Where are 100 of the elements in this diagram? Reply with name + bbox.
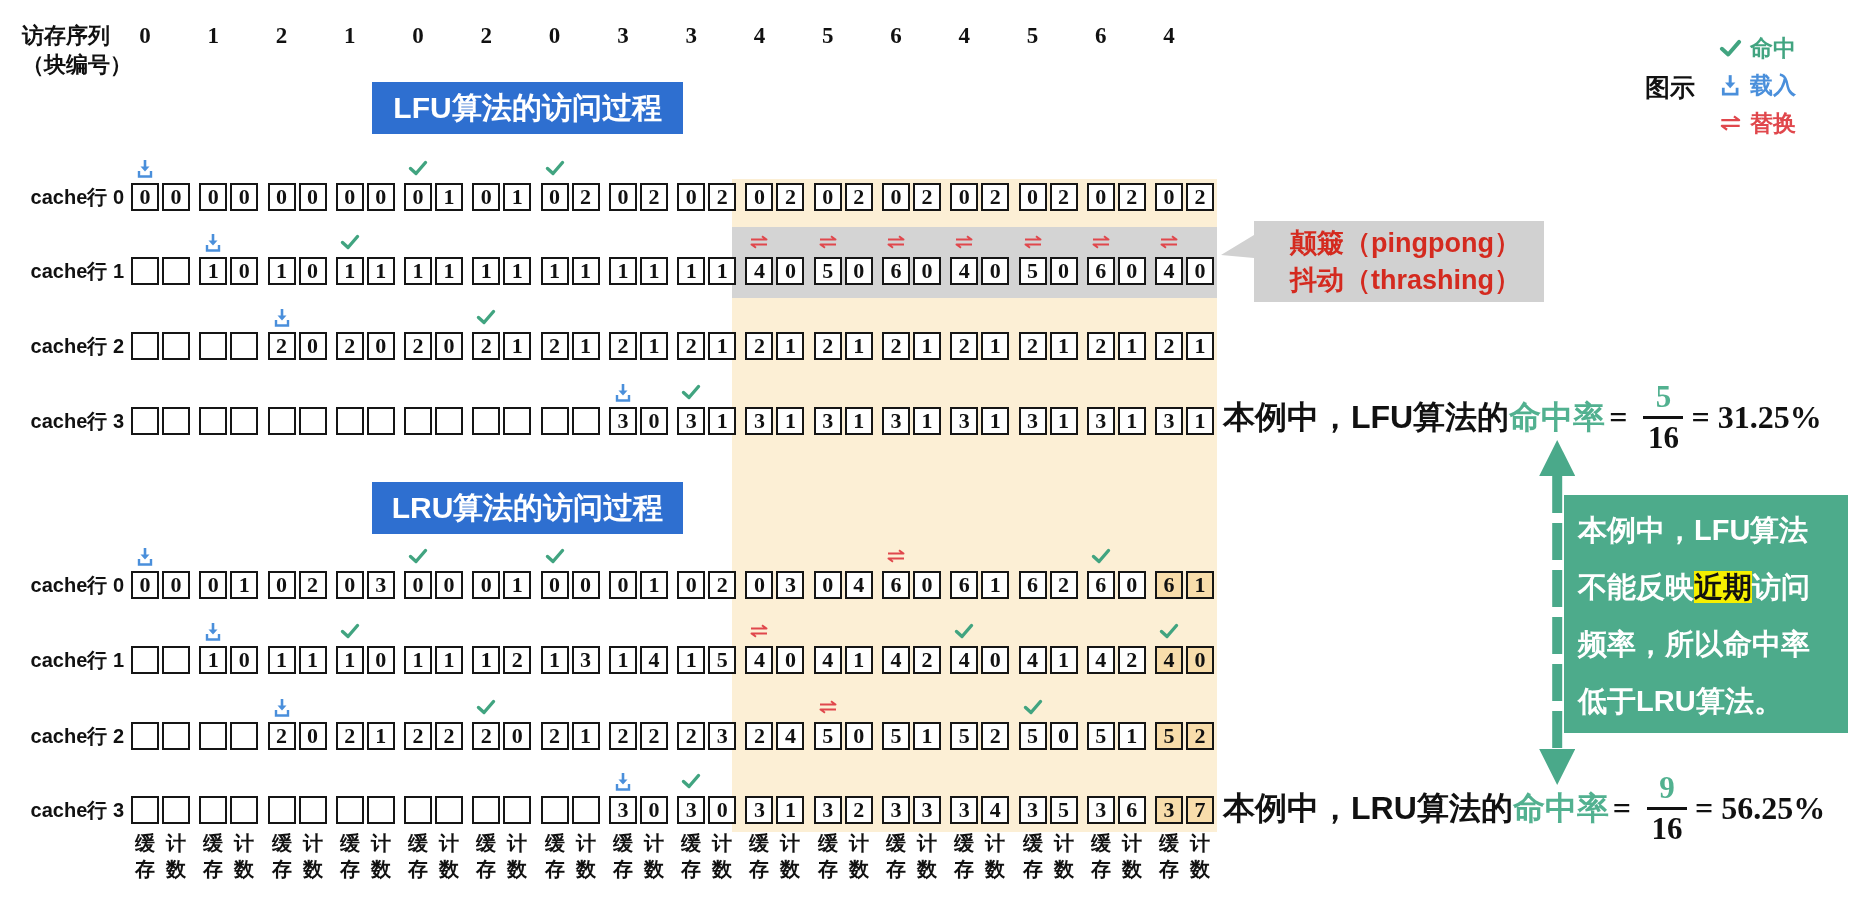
block-number: 5 (820, 22, 835, 50)
number-cell: 0 (230, 183, 259, 211)
block-number: 6 (1094, 22, 1108, 50)
number-cell: 0 (540, 183, 569, 211)
number-cell: 0 (540, 571, 569, 599)
column-label: 缓存 (1158, 831, 1181, 882)
number-cell: 1 (1117, 722, 1146, 750)
block-number: 6 (889, 22, 903, 50)
number-cell: 2 (708, 183, 737, 211)
column-label: 计数 (437, 831, 461, 882)
number-cell: 0 (335, 571, 364, 599)
number-cell: 2 (981, 722, 1010, 750)
number-cell: 0 (230, 646, 259, 674)
number-cell: 1 (267, 646, 296, 674)
number-cell: 0 (472, 183, 501, 211)
column-label: 计数 (642, 831, 665, 882)
row-label: cache行 0 (29, 573, 124, 598)
number-cell: 1 (776, 796, 805, 824)
legend-label: 载入 (1750, 71, 1796, 100)
number-cell: 3 (881, 796, 910, 824)
number-cell: 1 (1186, 571, 1215, 599)
number-cell: 2 (472, 332, 501, 360)
number-cell: 2 (404, 722, 433, 750)
number-cell: 6 (1086, 257, 1115, 285)
number-cell: 0 (844, 722, 873, 750)
number-cell: 2 (335, 332, 364, 360)
number-cell: 3 (745, 407, 774, 435)
number-cell: 3 (776, 571, 805, 599)
number-cell: 4 (813, 646, 842, 674)
number-cell: 0 (298, 722, 327, 750)
number-cell: 0 (813, 571, 842, 599)
column-label: 计数 (301, 831, 324, 882)
number-cell: 4 (1155, 646, 1184, 674)
number-cell: 4 (950, 257, 979, 285)
block-number: 3 (684, 22, 698, 50)
number-cell: 2 (708, 571, 737, 599)
number-cell: 4 (745, 646, 774, 674)
row-label: cache行 3 (29, 409, 124, 434)
number-cell: 3 (950, 407, 979, 435)
number-cell: 1 (267, 257, 296, 285)
number-cell: 2 (503, 646, 532, 674)
number-cell: 3 (366, 571, 395, 599)
formula-text: 本例中，LFU算法的 (1223, 398, 1510, 437)
number-cell: 5 (1018, 257, 1047, 285)
number-cell: 1 (1049, 332, 1078, 360)
number-cell: 1 (1117, 407, 1146, 435)
number-cell: 3 (708, 722, 737, 750)
number-cell: 2 (813, 332, 842, 360)
number-cell: 5 (881, 722, 910, 750)
sequence-heading: 访存序列（块编号） (22, 22, 133, 79)
number-cell: 0 (745, 571, 774, 599)
number-cell: 1 (608, 646, 637, 674)
column-label: 计数 (1052, 831, 1075, 882)
number-cell: 3 (745, 796, 774, 824)
block-number: 0 (138, 22, 152, 50)
row-label: cache行 1 (29, 259, 124, 284)
number-cell: 2 (912, 183, 941, 211)
number-cell: 1 (844, 332, 873, 360)
row-label: cache行 3 (29, 798, 124, 823)
column-label: 计数 (915, 831, 938, 882)
title-banner: LFU算法的访问过程 (372, 82, 683, 134)
fraction-denominator: 16 (1651, 813, 1683, 844)
number-cell: 1 (571, 332, 600, 360)
callout-text: 颠簸（pingpong） (1290, 227, 1521, 260)
number-cell: 1 (844, 646, 873, 674)
number-cell: 0 (639, 796, 668, 824)
column-label: 计数 (983, 831, 1007, 882)
block-number: 2 (479, 22, 494, 50)
column-label: 缓存 (1021, 831, 1044, 882)
number-cell: 1 (404, 646, 433, 674)
number-cell: 0 (981, 257, 1010, 285)
column-label: 计数 (710, 831, 734, 882)
number-cell: 4 (981, 796, 1010, 824)
legend-title: 图示 (1645, 72, 1695, 102)
number-cell: 1 (435, 183, 464, 211)
column-label: 缓存 (816, 831, 839, 882)
number-cell: 1 (1117, 332, 1146, 360)
number-cell: 1 (708, 407, 737, 435)
block-number: 0 (411, 22, 425, 50)
number-cell: 1 (981, 407, 1010, 435)
column-label: 计数 (778, 831, 802, 882)
number-cell: 3 (1086, 796, 1115, 824)
number-cell: 5 (1155, 722, 1184, 750)
number-cell: 0 (162, 571, 190, 599)
block-number: 4 (1162, 22, 1176, 50)
number-cell: 1 (708, 332, 737, 360)
row-label: cache行 2 (29, 724, 124, 749)
number-cell: 1 (199, 646, 228, 674)
formula-term: 命中率 (1509, 397, 1606, 437)
column-label: 缓存 (953, 831, 976, 882)
number-cell: 1 (366, 257, 395, 285)
formula-result: = 56.25% (1695, 789, 1826, 828)
number-cell: 0 (708, 796, 737, 824)
column-label: 计数 (164, 831, 187, 882)
number-cell: 2 (1186, 183, 1215, 211)
number-cell: 2 (335, 722, 364, 750)
number-cell: 0 (1186, 257, 1215, 285)
number-cell: 1 (435, 646, 464, 674)
number-cell: 3 (608, 796, 637, 824)
number-cell: 0 (608, 571, 637, 599)
